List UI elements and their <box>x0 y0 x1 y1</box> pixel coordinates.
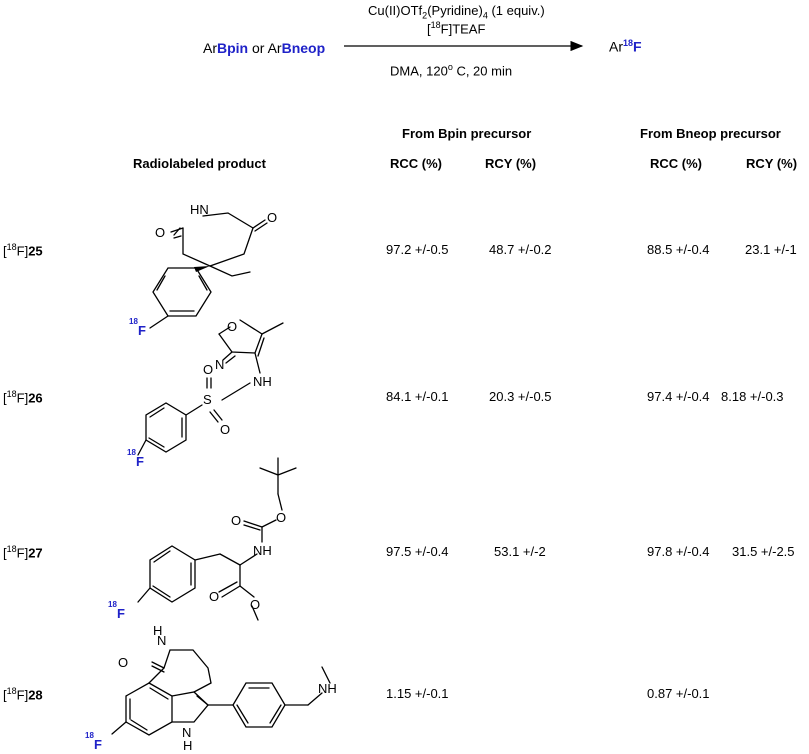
atom-label: O <box>203 362 213 377</box>
compound-label-26: [18F]26 <box>3 389 43 406</box>
atom-label: O <box>276 510 286 525</box>
reagent-line-1: Cu(II)OTf2(Pyridine)4 (1 equiv.) <box>368 3 545 21</box>
atom-label: H <box>183 738 192 753</box>
rcc-bpin-25: 97.2 +/-0.5 <box>386 242 449 257</box>
atom-label: O <box>209 589 219 604</box>
column-header-rcy-bneop: RCY (%) <box>746 156 798 171</box>
compound-label-27: [18F]27 <box>3 544 43 561</box>
conditions-label: DMA, 120o C, 20 min <box>390 62 513 79</box>
column-header-rcc-bpin: RCC (%) <box>390 156 442 171</box>
reagent-line-2: [18F]TEAF <box>427 20 486 37</box>
structure-28: O N H N H NH 18 F <box>85 623 337 753</box>
atom-label: O <box>155 225 165 240</box>
atom-label: O <box>220 422 230 437</box>
atom-label: 18 <box>127 448 136 457</box>
atom-label: O <box>250 597 260 612</box>
rcc-bpin-26: 84.1 +/-0.1 <box>386 389 449 404</box>
atom-label: NH <box>253 543 272 558</box>
rcc-bneop-27: 97.8 +/-0.4 <box>647 544 710 559</box>
structure-25: HN O O 18 F <box>129 202 277 338</box>
atom-label: F <box>138 323 146 338</box>
atom-label: N <box>157 633 166 648</box>
compound-label-28: [18F]28 <box>3 686 43 703</box>
atom-label: N <box>215 357 224 372</box>
rcc-bneop-28: 0.87 +/-0.1 <box>647 686 710 701</box>
column-header-product: Radiolabeled product <box>133 156 266 171</box>
structure-27: O O NH O O 18 F <box>108 457 297 621</box>
rcc-bpin-27: 97.5 +/-0.4 <box>386 544 449 559</box>
atom-label: F <box>136 454 144 469</box>
atom-label: H <box>153 623 162 638</box>
group-header-bpin: From Bpin precursor <box>402 126 532 141</box>
atom-label: F <box>117 606 125 621</box>
atom-label: NH <box>318 681 337 696</box>
atom-label: NH <box>253 374 272 389</box>
atom-label: HN <box>190 202 209 217</box>
atom-label: 18 <box>129 317 138 326</box>
rcy-bneop-25: 23.1 +/-1 <box>745 242 797 257</box>
atom-label: O <box>118 655 128 670</box>
rcy-bpin-27: 53.1 +/-2 <box>494 544 546 559</box>
atom-label: S <box>203 392 212 407</box>
atom-label: 18 <box>85 731 94 740</box>
atom-label: O <box>267 210 277 225</box>
rcc-bneop-25: 88.5 +/-0.4 <box>647 242 710 257</box>
column-header-rcy-bpin: RCY (%) <box>485 156 537 171</box>
atom-label: N <box>182 725 191 740</box>
rcy-bpin-26: 20.3 +/-0.5 <box>489 389 552 404</box>
rcy-bneop-27: 31.5 +/-2.5 <box>732 544 795 559</box>
rcc-bneop-26: 97.4 +/-0.4 <box>647 389 710 404</box>
rcy-bpin-25: 48.7 +/-0.2 <box>489 242 552 257</box>
structure-26: O N NH S O O 18 F <box>127 319 284 469</box>
column-header-rcc-bneop: RCC (%) <box>650 156 702 171</box>
compound-label-25: [18F]25 <box>3 242 43 259</box>
atom-label: 18 <box>108 600 117 609</box>
reactant-label: ArBpin or ArBneop <box>203 40 326 56</box>
atom-label: O <box>227 319 237 334</box>
atom-label: O <box>231 513 241 528</box>
rcy-bneop-26: 8.18 +/-0.3 <box>721 389 784 404</box>
group-header-bneop: From Bneop precursor <box>640 126 781 141</box>
rcc-bpin-28: 1.15 +/-0.1 <box>386 686 449 701</box>
atom-label: F <box>94 737 102 752</box>
product-label: Ar18F <box>609 38 642 55</box>
